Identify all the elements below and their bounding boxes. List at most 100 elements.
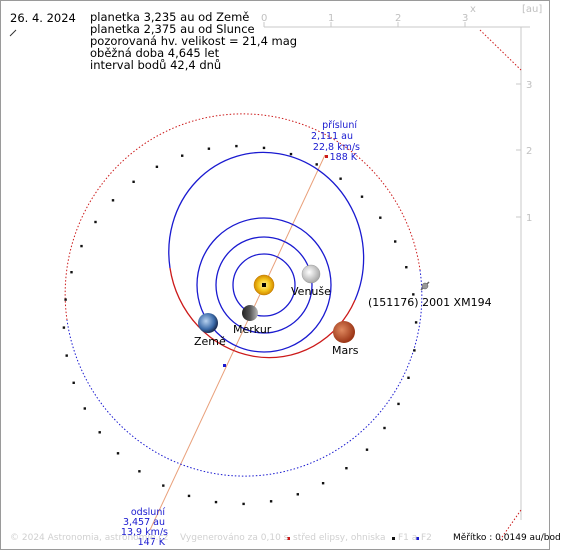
orbit-interval-dot xyxy=(339,177,342,180)
right-axis xyxy=(516,27,522,520)
pointer-icon xyxy=(9,29,17,37)
aphelion-title: odsluní xyxy=(131,507,165,518)
aphelion-distance: 3,457 au xyxy=(123,517,165,528)
earth-distance-text: planetka 3,235 au od Země xyxy=(90,10,250,24)
orbit-interval-dot xyxy=(111,199,115,202)
orbit-interval-dot xyxy=(296,493,299,496)
legend-f2-text: F2 xyxy=(421,533,432,543)
venus-icon xyxy=(301,264,321,284)
orbit-interval-dot xyxy=(64,298,67,301)
orbit-center-marker xyxy=(262,283,266,287)
sun-distance-text: planetka 2,375 au od Slunce xyxy=(90,22,255,36)
perihelion-speed: 22,8 km/s xyxy=(313,142,360,153)
perihelion-marker xyxy=(325,155,328,158)
orbit-interval-dot xyxy=(162,484,165,487)
orbit-interval-dot xyxy=(94,220,97,224)
orbit-interval-dot xyxy=(413,349,416,352)
copyright-text: © 2024 Astronomia, astronomie.cz xyxy=(10,533,169,543)
orbit-interval-dot xyxy=(289,152,293,156)
perihelion-info: přísluní 2,111 au 22,8 km/s 188 K xyxy=(311,120,360,163)
orbit-interval-dot xyxy=(315,163,318,166)
orbit-interval-dot xyxy=(412,293,415,296)
edge-segment-bottom xyxy=(499,509,522,541)
legend-f1-text: F1 a xyxy=(398,533,418,543)
aphelion-temp: 147 K xyxy=(138,537,166,548)
orbit-interval-dot xyxy=(65,354,68,357)
orbit-interval-dot xyxy=(155,165,159,168)
orbit-interval-dot xyxy=(269,500,273,503)
unit-label: [au] xyxy=(522,4,542,15)
orbit-interval-dot xyxy=(70,271,73,274)
orbit-interval-dot xyxy=(181,154,184,157)
orbit-interval-dot xyxy=(214,500,218,504)
top-tick-0: 0 xyxy=(261,13,267,24)
scale-text: Měřítko : 0,0149 au/bod xyxy=(453,533,561,543)
aphelion-info: odsluní 3,457 au 13,9 km/s 147 K xyxy=(121,507,168,548)
orbit-interval-dot xyxy=(132,180,135,183)
x-axis-label: x xyxy=(470,4,476,15)
orbit-interval-dot xyxy=(407,376,410,379)
perihelion-distance: 2,111 au xyxy=(311,131,353,142)
orbit-interval-dot xyxy=(72,381,75,384)
orbit-interval-dot xyxy=(405,266,408,269)
orbit-interval-dot xyxy=(383,426,386,430)
orbit-interval-dot xyxy=(235,144,238,148)
top-tick-1: 1 xyxy=(328,13,334,24)
mercury-icon xyxy=(242,305,258,321)
venus-orbit xyxy=(215,236,313,334)
mercury-label: Merkur xyxy=(233,323,272,336)
top-tick-2: 2 xyxy=(395,13,401,24)
orbit-interval-dot xyxy=(83,407,86,410)
legend-center-text: střed elipsy, ohniska xyxy=(293,533,386,543)
mercury-orbit xyxy=(232,253,296,317)
orbit-interval-dot xyxy=(345,467,348,470)
asteroid-info-panel: planetka 3,235 au od Země planetka 2,375… xyxy=(90,11,297,71)
top-tick-3: 3 xyxy=(462,13,468,24)
right-tick-3: 3 xyxy=(526,80,532,91)
orbit-interval-dot xyxy=(321,482,325,485)
edge-segment-top xyxy=(479,29,522,71)
orbit-interval-dot xyxy=(62,326,66,329)
perihelion-temp: 188 K xyxy=(330,152,358,163)
orbit-interval-dot xyxy=(80,244,83,248)
right-tick-2: 2 xyxy=(526,146,532,157)
legend-f1-marker xyxy=(392,537,395,540)
orbit-interval-dot xyxy=(394,240,397,243)
orbit-interval-dot xyxy=(397,402,400,406)
orbit-interval-dot xyxy=(360,195,364,198)
venus-label: Venuše xyxy=(291,285,331,298)
orbit-interval-dot xyxy=(262,146,266,150)
right-tick-1: 1 xyxy=(526,213,532,224)
aphelion-speed: 13,9 km/s xyxy=(121,527,168,538)
orbit-interval-dot xyxy=(414,321,418,324)
orbit-interval-dot xyxy=(242,502,245,506)
top-axis xyxy=(263,22,530,28)
mars-label: Mars xyxy=(332,344,359,357)
orbit-interval-dot xyxy=(187,494,191,498)
asteroid-label: (151176) 2001 XM194 xyxy=(368,296,492,309)
legend-center-marker xyxy=(287,537,290,540)
earth-icon xyxy=(198,313,218,333)
generated-text: Vygenerováno za 0,10 s xyxy=(180,533,289,543)
orbit-interval-dot xyxy=(116,452,120,455)
interval-text: interval bodů 42,4 dnů xyxy=(90,58,222,72)
orbit-interval-dot xyxy=(138,470,141,473)
legend-f2-marker xyxy=(416,537,419,540)
perihelion-title: přísluní xyxy=(322,120,357,131)
earth-label: Země xyxy=(194,335,226,348)
asteroid-orbit xyxy=(62,113,423,506)
orbit-interval-dot xyxy=(365,448,369,451)
orbit-interval-dot xyxy=(207,147,211,150)
date-label: 26. 4. 2024 xyxy=(10,11,76,25)
apsides-line xyxy=(149,154,326,531)
asteroid-icon xyxy=(420,281,430,291)
orbit-interval-dot xyxy=(379,216,382,219)
period-text: oběžná doba 4,645 let xyxy=(90,46,220,60)
focus-f2-marker xyxy=(223,364,226,367)
mars-icon xyxy=(333,321,355,343)
magnitude-text: pozorovaná hv. velikost = 21,4 mag xyxy=(90,34,298,48)
orbit-interval-dot xyxy=(98,431,101,434)
earth-orbit xyxy=(196,217,332,353)
